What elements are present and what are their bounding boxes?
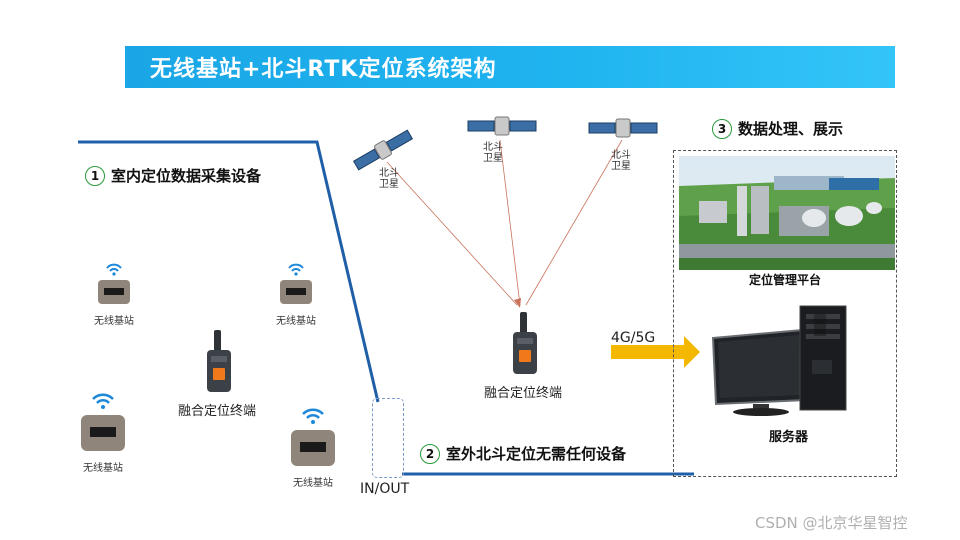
watermark: CSDN @北京华星智控 [755,514,908,532]
server-label: 服务器 [769,430,809,445]
base-station-3: 无线基站 [76,385,130,474]
signal-line-3 [525,139,623,306]
satellite-1-label: 北斗 卫星 [379,168,399,190]
satellite-2-label: 北斗 卫星 [483,142,503,164]
section-1-number: 1 [85,165,105,186]
terminal-icon [207,330,231,392]
base-station-icon [81,393,125,451]
section-3-heading: 3 数据处理、展示 [712,118,843,139]
terminal-indoor-device [205,330,235,398]
processing-panel [673,150,897,477]
base-station-label: 无线基站 [276,316,316,327]
satellite-icon [352,129,414,171]
platform-image [679,156,895,270]
section-2-heading: 2 室外北斗定位无需任何设备 [420,443,626,464]
base-station-icon [291,408,335,466]
section-2-label: 室外北斗定位无需任何设备 [446,445,627,463]
satellite-3-label: 北斗 卫星 [611,150,631,172]
base-station-label: 无线基站 [293,478,333,489]
server-icon [711,305,847,416]
base-station-icon [98,263,130,304]
signal-arrowhead [514,298,521,308]
factory-3d-map-image [679,156,895,270]
terminal-icon [513,312,537,374]
section-3-label: 数据处理、展示 [738,120,844,138]
section-1-label: 室内定位数据采集设备 [111,167,262,185]
base-station-2: 无线基站 [275,258,317,327]
base-station-1: 无线基站 [93,258,135,327]
platform-label: 定位管理平台 [749,273,822,287]
section-3-number: 3 [712,118,732,139]
signal-line-2 [499,139,521,306]
satellite-3 [587,114,659,148]
title-bar [125,46,895,88]
terminal-indoor-label: 融合定位终端 [178,404,257,419]
satellite-icon [588,118,658,138]
terminal-outdoor-label: 融合定位终端 [484,386,563,401]
satellite-icon [467,116,537,136]
network-label: 4G/5G [611,330,656,346]
section-1-heading: 1 室内定位数据采集设备 [85,165,261,186]
signal-line-1 [386,161,518,306]
server-computer [708,300,858,422]
page-title: 无线基站+北斗RTK定位系统架构 [150,57,497,82]
satellite-1 [350,128,416,176]
network-arrow [611,336,700,368]
base-station-icon [280,263,312,304]
indoor-outdoor-boundary [78,140,380,403]
inout-label: IN/OUT [360,481,410,497]
terminal-outdoor-device [511,312,541,380]
inout-door [372,398,404,478]
base-station-label: 无线基站 [83,463,123,474]
satellite-2 [466,112,538,146]
base-station-label: 无线基站 [94,316,134,327]
section-2-number: 2 [420,443,440,464]
base-station-4: 无线基站 [286,400,340,489]
